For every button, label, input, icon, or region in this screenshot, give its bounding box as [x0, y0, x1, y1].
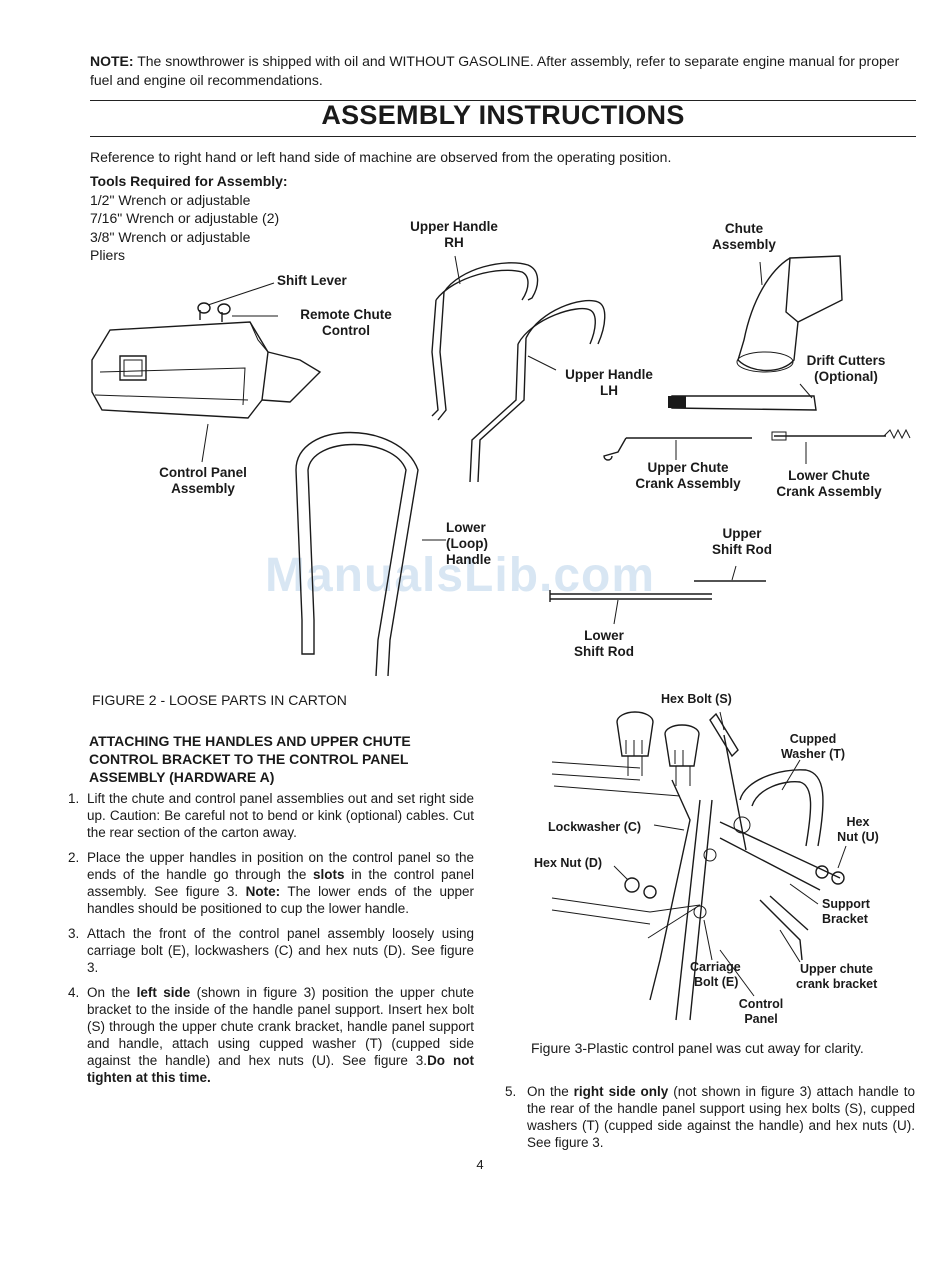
lower-loop-handle-drawing — [296, 433, 446, 677]
step-3: 3. Attach the front of the control panel… — [68, 926, 474, 975]
label-lower-loop-handle: Lower(Loop)Handle — [446, 520, 492, 567]
upper-chute-crank-drawing — [604, 438, 752, 460]
watermark: ManualsLib.com — [265, 549, 656, 602]
note-label: NOTE: — [90, 53, 134, 69]
upper-handle-lh-drawing — [470, 301, 605, 482]
chute-assembly-drawing — [737, 256, 842, 372]
figure3-caption: Figure 3-Plastic control panel was cut a… — [531, 1040, 864, 1056]
section-heading: ATTACHING THE HANDLES AND UPPER CHUTE CO… — [89, 733, 411, 785]
upper-handle-rh-drawing — [432, 256, 538, 420]
note-text: The snowthrower is shipped with oil and … — [90, 53, 900, 88]
figure3-drawing — [552, 712, 846, 1020]
figure2-caption: FIGURE 2 - LOOSE PARTS IN CARTON — [92, 692, 347, 708]
tool-item: Pliers — [90, 247, 126, 263]
drift-cutters-drawing — [668, 384, 816, 410]
title-rule-bottom — [90, 136, 916, 137]
control-panel-drawing — [92, 283, 320, 462]
shift-rods-drawing — [550, 566, 766, 624]
tools-list: Tools Required for Assembly: 1/2" Wrench… — [90, 172, 288, 265]
label-drift-cutters: Drift Cutters(Optional) — [806, 353, 886, 384]
page-number: 4 — [476, 1157, 484, 1172]
tool-item: 3/8" Wrench or adjustable — [90, 228, 251, 245]
step-1: 1. Lift the chute and control panel asse… — [68, 791, 474, 840]
label-shift-lever: Shift Lever — [277, 273, 347, 288]
tool-item: 1/2" Wrench or adjustable — [90, 191, 251, 208]
label-hex-bolt-s: Hex Bolt (S) — [661, 692, 732, 706]
tool-item: 7/16" Wrench or adjustable (2) — [90, 210, 280, 226]
shipping-note: NOTE: The snowthrower is shipped with oi… — [90, 52, 920, 90]
tools-heading: Tools Required for Assembly: — [90, 173, 288, 189]
reference-note: Reference to right hand or left hand sid… — [90, 149, 672, 165]
step-2: 2. Place the upper handles in position o… — [68, 850, 474, 916]
page-title: ASSEMBLY INSTRUCTIONS — [321, 100, 685, 130]
step-4: 4. On the left side (shown in figure 3) … — [68, 985, 474, 1085]
label-lockwasher-c: Lockwasher (C) — [548, 820, 642, 834]
step-5: 5. On the right side only (not shown in … — [505, 1084, 916, 1150]
assembly-steps: 1. Lift the chute and control panel asse… — [60, 790, 474, 1094]
label-hex-nut-d: Hex Nut (D) — [534, 856, 603, 870]
title-rule-top — [90, 100, 916, 101]
lower-chute-crank-drawing — [772, 430, 910, 464]
